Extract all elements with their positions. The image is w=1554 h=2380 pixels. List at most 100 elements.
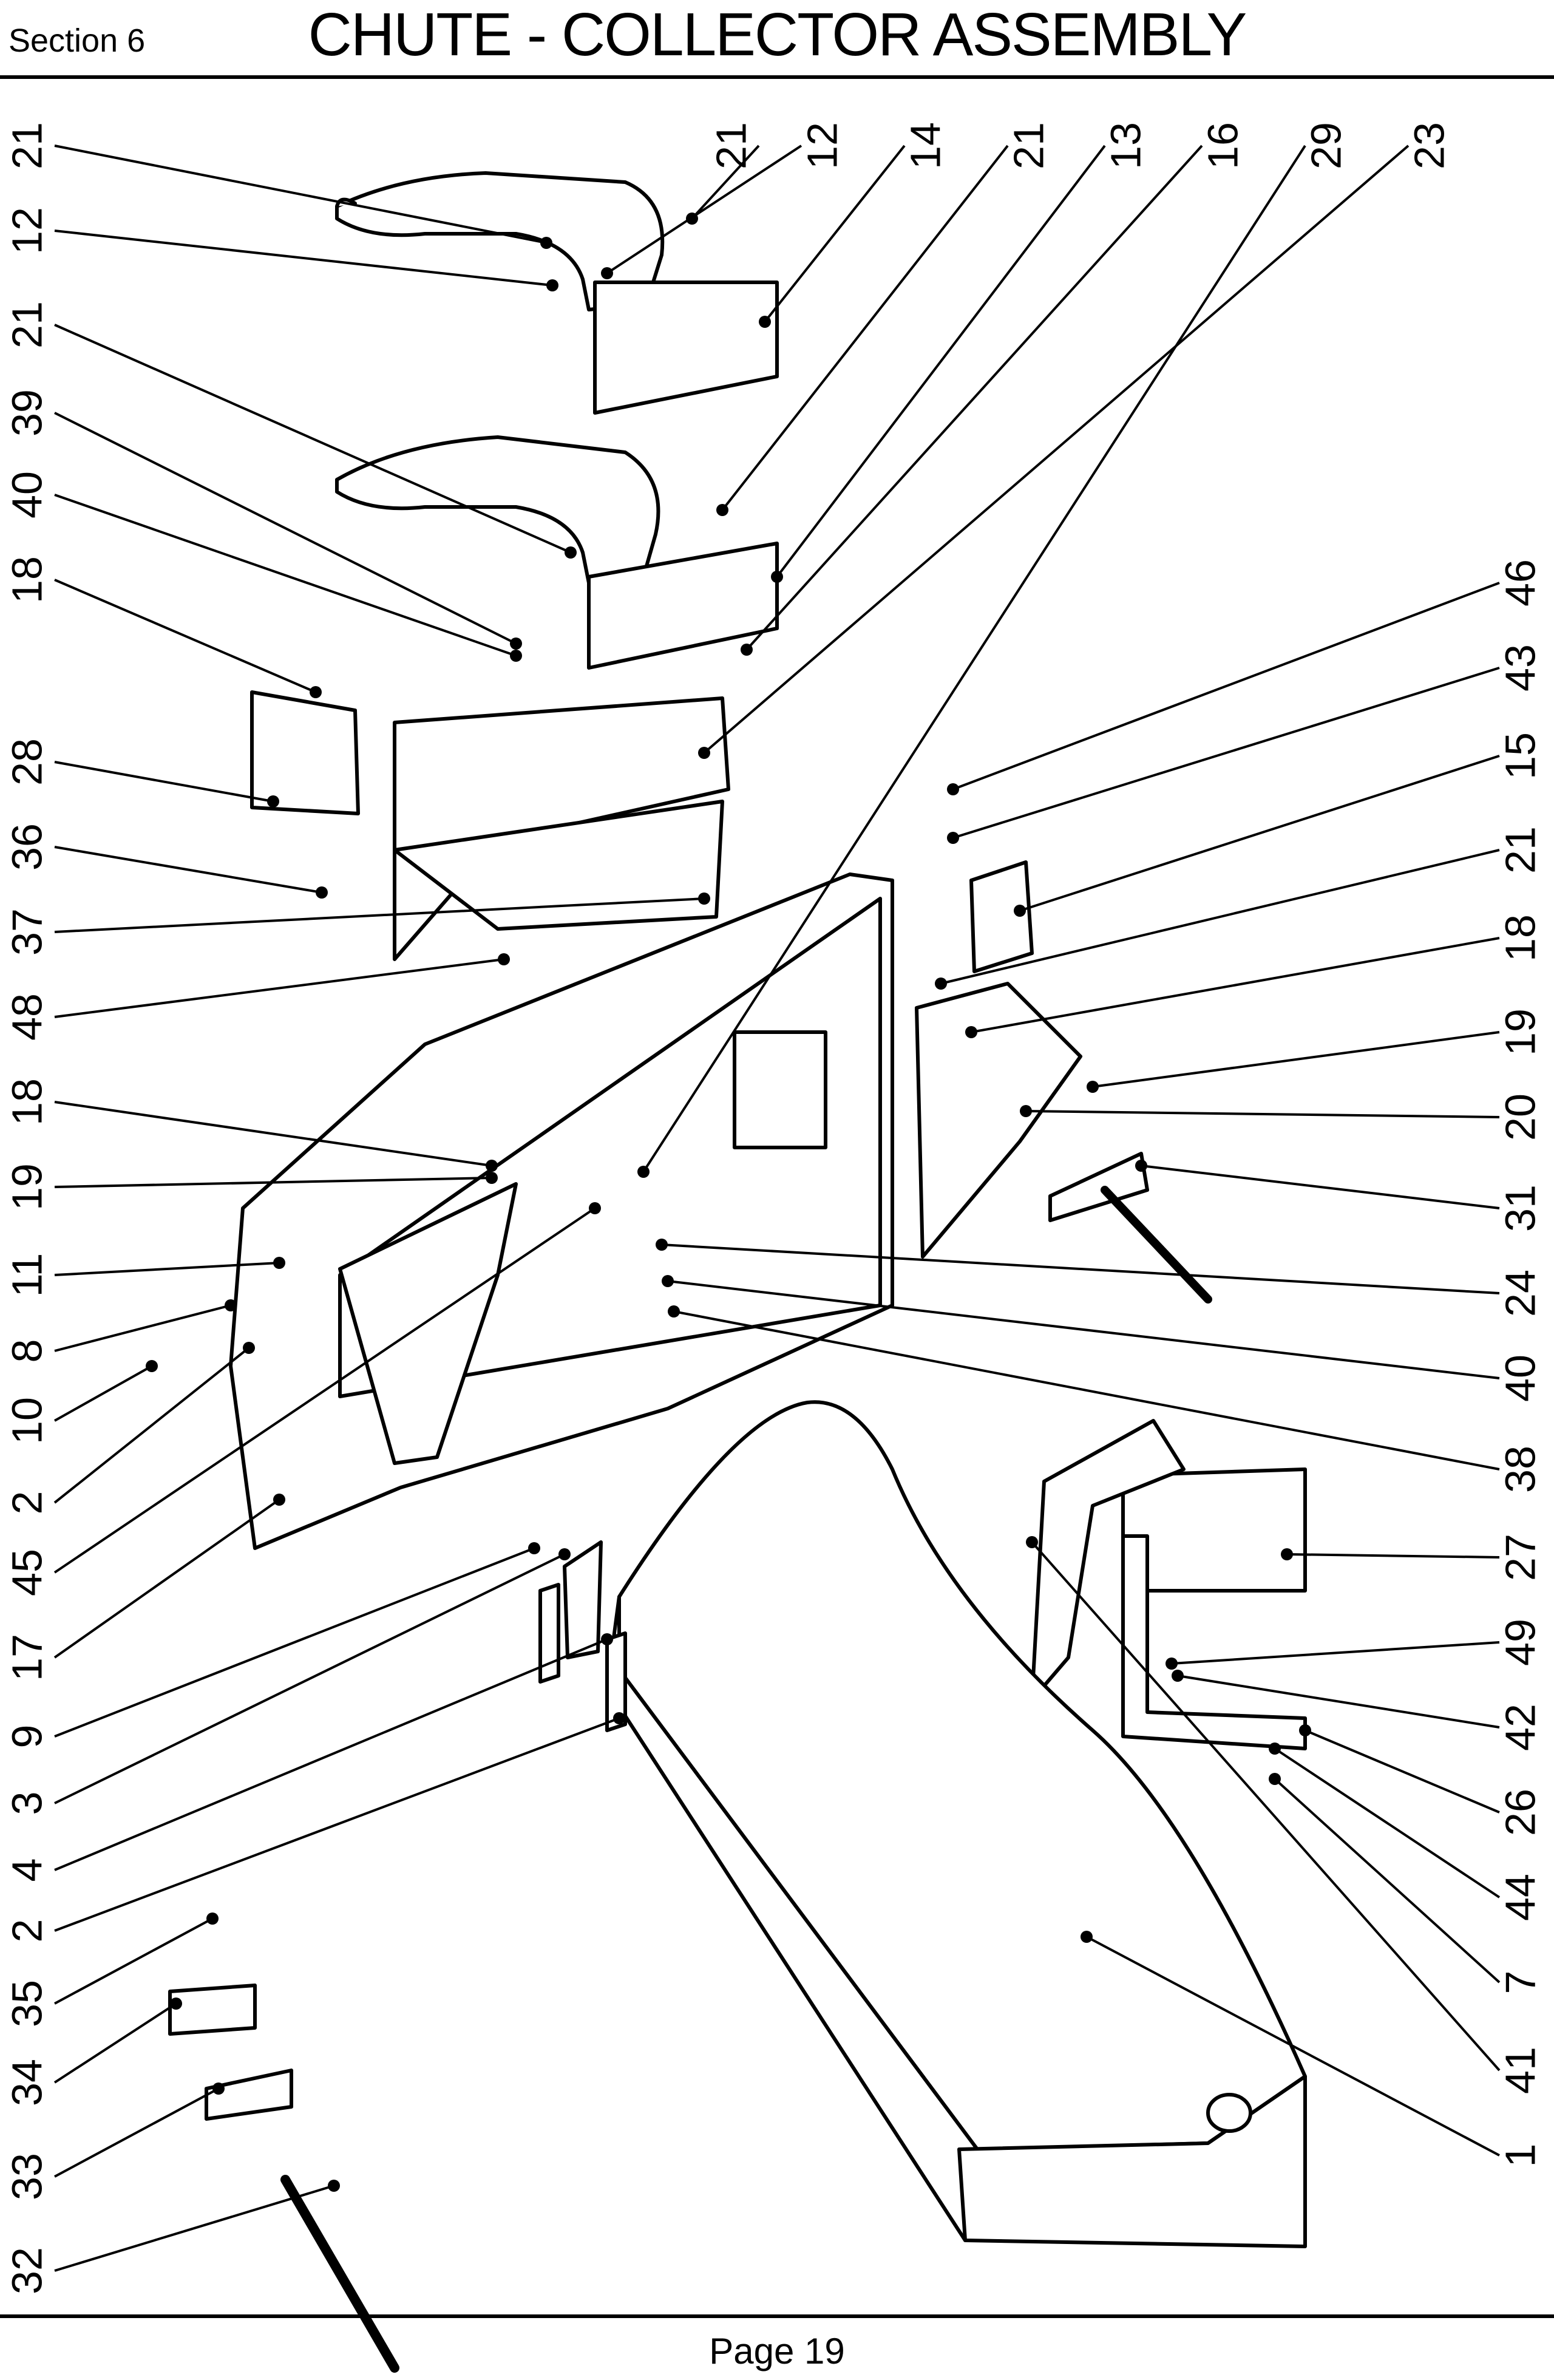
left-callout-8-label: 36: [3, 823, 50, 871]
right-callout-10-label: 40: [1496, 1355, 1544, 1402]
left-callout-10-label: 48: [3, 993, 50, 1041]
left-callout-26-leader: [54, 2184, 334, 2272]
top-callout-3-leader: [764, 144, 906, 323]
top-callout-1-label: 21: [707, 122, 755, 169]
left-callout-5-dot: [510, 650, 522, 662]
left-callout-18-dot: [273, 1494, 285, 1506]
right-callout-18-label: 41: [1496, 2047, 1544, 2094]
right-callout-14-dot: [1172, 1670, 1184, 1682]
right-callout-13-leader: [1171, 1641, 1500, 1665]
left-callout-23-dot: [206, 1912, 219, 1925]
right-side-frame: [915, 982, 1082, 1259]
left-callout-8-leader: [54, 846, 322, 894]
right-callout-1-leader: [952, 582, 1500, 790]
top-callout-2-leader: [606, 144, 802, 274]
top-callout-1-dot: [686, 212, 698, 225]
left-callout-22-leader: [54, 1717, 620, 1932]
left-callout-2-dot: [546, 279, 558, 291]
left-callout-1-label: 21: [3, 122, 50, 169]
right-callout-19-leader: [1086, 1936, 1500, 2157]
left-callout-13-leader: [54, 1262, 280, 1276]
right-callout-14-label: 42: [1496, 1704, 1544, 1751]
left-callout-22-label: 2: [3, 1919, 50, 1943]
right-callout-4-label: 21: [1496, 826, 1544, 874]
left-callout-11-leader: [54, 1101, 492, 1167]
left-callout-6-leader: [54, 579, 316, 693]
left-callout-14-dot: [225, 1299, 237, 1311]
right-callout-15-label: 26: [1496, 1789, 1544, 1836]
page-title: CHUTE - COLLECTOR ASSEMBLY: [308, 1, 1247, 69]
right-callout-12-label: 27: [1496, 1534, 1544, 1581]
top-callout-7-leader: [642, 144, 1306, 1173]
top-callout-2-label: 12: [798, 122, 846, 169]
latch-hardware: [168, 1984, 399, 2373]
left-callout-11-dot: [486, 1160, 498, 1172]
left-callout-7-label: 28: [3, 738, 50, 786]
left-callout-19-dot: [528, 1542, 540, 1554]
top-callout-4-dot: [716, 504, 728, 516]
right-callout-16-dot: [1269, 1742, 1281, 1755]
left-callout-13-label: 11: [3, 1253, 50, 1297]
right-callout-19-label: 1: [1496, 2144, 1544, 2168]
right-callout-16-leader: [1274, 1747, 1501, 1899]
right-callout-9-label: 24: [1496, 1270, 1544, 1317]
right-callout-13-dot: [1166, 1657, 1178, 1670]
top-callout-6-dot: [741, 644, 753, 656]
right-callout-6-leader: [1092, 1031, 1500, 1088]
right-callout-7-dot: [1020, 1105, 1032, 1117]
right-callout-4-dot: [935, 977, 947, 990]
right-callout-17-leader: [1274, 1778, 1501, 1984]
right-callout-17-dot: [1269, 1773, 1281, 1785]
right-callout-7-leader: [1025, 1110, 1500, 1118]
left-callout-10-leader: [54, 958, 504, 1018]
left-callout-15-leader: [54, 1365, 152, 1422]
latch-31: [1048, 1152, 1212, 1304]
left-callout-25-label: 33: [3, 2153, 50, 2200]
right-callout-16-label: 44: [1496, 1874, 1544, 1921]
left-callout-18-label: 17: [3, 1634, 50, 1681]
side-bracket-27: [1121, 1467, 1307, 1750]
left-callout-13-dot: [273, 1257, 285, 1269]
top-callout-2-dot: [601, 267, 613, 279]
left-callout-25-leader: [54, 2087, 219, 2178]
left-callout-14-label: 8: [3, 1339, 50, 1363]
left-callout-2-label: 12: [3, 207, 50, 254]
footer-rule: [0, 2314, 1554, 2318]
left-callout-16-dot: [243, 1342, 255, 1354]
left-callout-26-label: 32: [3, 2247, 50, 2294]
left-callout-2-leader: [54, 229, 553, 287]
right-callout-2-dot: [947, 832, 959, 844]
top-callout-5-leader: [776, 144, 1106, 578]
left-callout-23-leader: [54, 1917, 213, 2005]
middle-chute-deflector: [335, 435, 779, 670]
left-callout-21-dot: [601, 1633, 613, 1645]
right-callout-10-leader: [667, 1280, 1500, 1379]
left-callout-6-label: 18: [3, 556, 50, 604]
right-callout-5-label: 18: [1496, 914, 1544, 962]
header-rule: [0, 75, 1554, 79]
right-callout-7-label: 20: [1496, 1093, 1544, 1141]
left-callout-8-dot: [316, 886, 328, 899]
right-callout-8-dot: [1135, 1160, 1147, 1172]
bracket-28: [250, 690, 360, 815]
left-callout-15-dot: [146, 1360, 158, 1372]
right-callout-6-label: 19: [1496, 1008, 1544, 1056]
right-callout-6-dot: [1087, 1081, 1099, 1093]
left-callout-12-dot: [486, 1172, 498, 1184]
inner-funnel: [338, 1182, 518, 1465]
left-callout-3-leader: [54, 324, 571, 554]
left-callout-9-leader: [54, 897, 705, 933]
left-callout-24-label: 34: [3, 2059, 50, 2106]
left-callout-5-label: 40: [3, 471, 50, 518]
section-label: Section 6: [8, 22, 146, 59]
right-callout-9-dot: [656, 1239, 668, 1251]
right-callout-15-leader: [1305, 1729, 1500, 1814]
right-callout-14-leader: [1177, 1674, 1500, 1729]
page-number: Page 19: [709, 2331, 845, 2372]
right-callout-2-label: 43: [1496, 644, 1544, 692]
left-callout-23-label: 35: [3, 1980, 50, 2027]
right-callout-8-label: 31: [1496, 1185, 1544, 1232]
right-callout-15-dot: [1299, 1724, 1311, 1736]
right-callout-10-dot: [662, 1275, 674, 1287]
